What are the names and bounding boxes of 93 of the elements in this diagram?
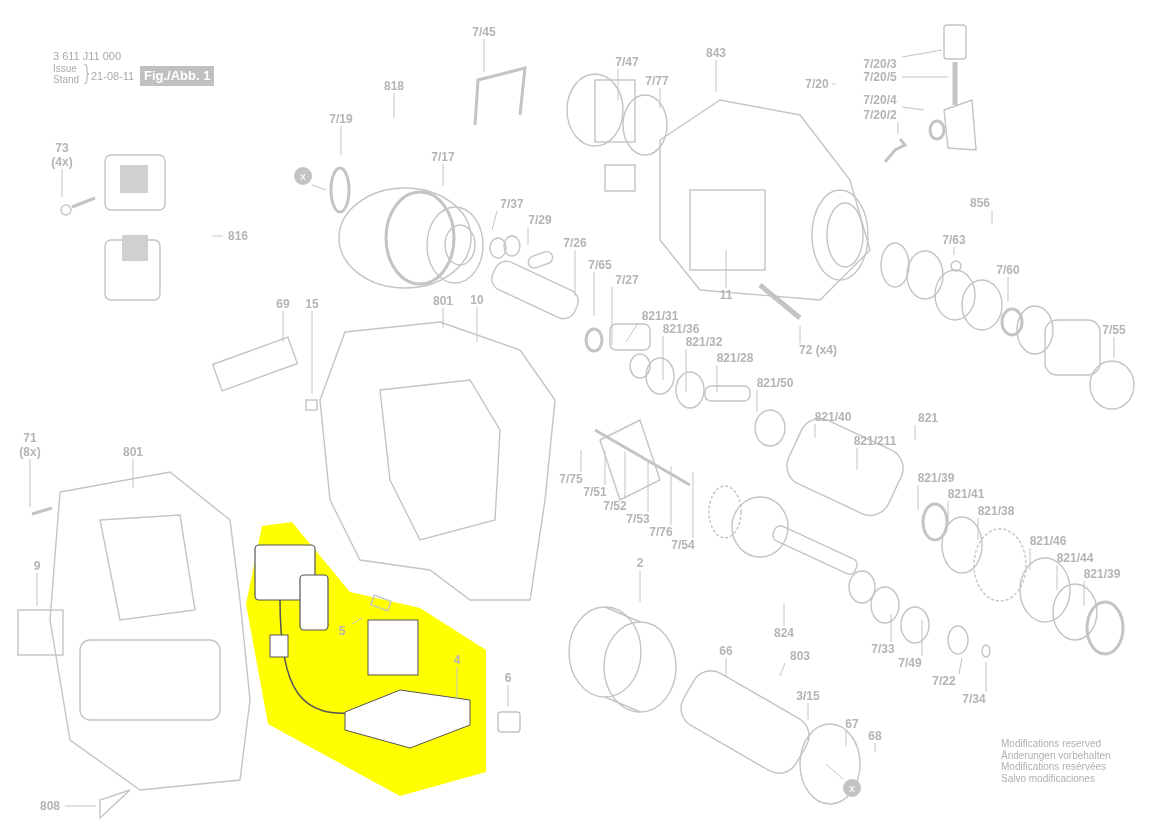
callout-number: 7/54 [668, 538, 698, 552]
callout-number: 67 [842, 717, 862, 731]
callout-number: 11 [716, 288, 736, 302]
callout-number: 7/63 [939, 233, 969, 247]
callout-number: 7/20/5 [858, 70, 902, 84]
leader-line [779, 662, 786, 677]
callout-number: 7/53 [623, 512, 653, 526]
callout-number: 15 [302, 297, 322, 311]
callout-number: 7/26 [560, 236, 590, 250]
note-text: Modifications reserved [1001, 738, 1103, 750]
callout-number: 7/47 [612, 55, 642, 69]
callout-number: 72 (x4) [791, 343, 845, 357]
callout-number: 821/38 [974, 504, 1018, 518]
callout-number: 5 [332, 624, 352, 638]
callout-number: 73 (4x) [47, 141, 77, 169]
callout-number: 816 [223, 229, 253, 243]
callout-number: 7/60 [993, 263, 1023, 277]
callout-number: 7/55 [1099, 323, 1129, 337]
leader-line [947, 500, 949, 525]
note-text: Modifications resérvées [1001, 761, 1108, 773]
issue-label: Stand [53, 74, 80, 85]
callout-number: 818 [379, 79, 409, 93]
callout-number: 7/77 [642, 74, 672, 88]
callout-number: 7/52 [600, 499, 630, 513]
callout-number: 821/28 [713, 351, 757, 365]
callout-number: 821/40 [811, 410, 855, 424]
leader-line [901, 49, 943, 58]
callout-number: 71 (8x) [15, 431, 45, 459]
leader-line [311, 184, 327, 191]
callout-number: 6 [498, 671, 518, 685]
callout-number: 821/44 [1053, 551, 1097, 565]
leader-line [491, 210, 498, 231]
callout-number: 801 [428, 294, 458, 308]
callout-number: 7/51 [580, 485, 610, 499]
callout-number: 66 [716, 644, 736, 658]
callout-number: 69 [273, 297, 293, 311]
callout-number: 821 [913, 411, 943, 425]
leader-line [977, 517, 979, 541]
figure-tag: Fig./Abb. 1 [140, 66, 215, 86]
issue-date: 21-08-11 [91, 69, 135, 84]
callout-number: 808 [35, 799, 65, 813]
callout-number: 7/75 [556, 472, 586, 486]
leader-line [456, 666, 458, 699]
leader-line [625, 322, 639, 343]
callout-number: 821/39 [914, 471, 958, 485]
leader-line [901, 106, 925, 111]
leader-line [659, 87, 661, 109]
callout-number: 7/29 [525, 213, 555, 227]
callout-number: 7/65 [585, 258, 615, 272]
callout-number: 7/34 [959, 692, 989, 706]
callout-number: 856 [965, 196, 995, 210]
callout-number: 821/41 [944, 487, 988, 501]
callout-number: 3/15 [793, 689, 823, 703]
callout-number: 9 [27, 559, 47, 573]
callout-number: 7/37 [497, 197, 527, 211]
callout-number: 7/22 [929, 674, 959, 688]
callout-number: 68 [865, 729, 885, 743]
callout-number: 7/20/4 [858, 93, 902, 107]
callout-number: 7/20/2 [858, 108, 902, 122]
note-text: Änderungen vorbehalten [1001, 749, 1111, 761]
part-number: 3 611 J11 000 [53, 49, 122, 64]
leader-line [351, 617, 363, 625]
leader-line [958, 657, 963, 675]
leader-line [617, 68, 619, 101]
callout-number: 10 [467, 293, 487, 307]
leader-line [845, 730, 847, 747]
callout-number: 7/76 [646, 525, 676, 539]
callout-number: 821/50 [753, 376, 797, 390]
callout-number: 824 [769, 626, 799, 640]
callout-number: 821/211 [849, 434, 901, 448]
callout-number: 803 [785, 649, 815, 663]
callout-number: 2 [630, 556, 650, 570]
leader-line [611, 286, 613, 346]
callout-number: 7/33 [868, 642, 898, 656]
callout-number: 821/36 [659, 322, 703, 336]
issue-label: Issue [53, 63, 78, 74]
leader-line [604, 449, 606, 486]
leader-line [825, 763, 844, 780]
callout-number: 7/20 [802, 77, 832, 91]
callout-number: 7/17 [428, 150, 458, 164]
callout-number: 7/19 [326, 112, 356, 126]
callout-number: 821/39 [1080, 567, 1124, 581]
callout-number: 843 [701, 46, 731, 60]
callout-number: 7/49 [895, 656, 925, 670]
callout-number: 821/31 [638, 309, 682, 323]
callout-number: 801 [118, 445, 148, 459]
callout-number: 7/27 [610, 273, 644, 287]
callout-number: 7/20/3 [858, 57, 902, 71]
callout-number: 4 [447, 653, 467, 667]
callout-number: 821/46 [1026, 534, 1070, 548]
note-text: Salvo modificaciones [1001, 772, 1096, 784]
callout-number: 7/45 [469, 25, 499, 39]
callout-number: 821/32 [682, 335, 726, 349]
